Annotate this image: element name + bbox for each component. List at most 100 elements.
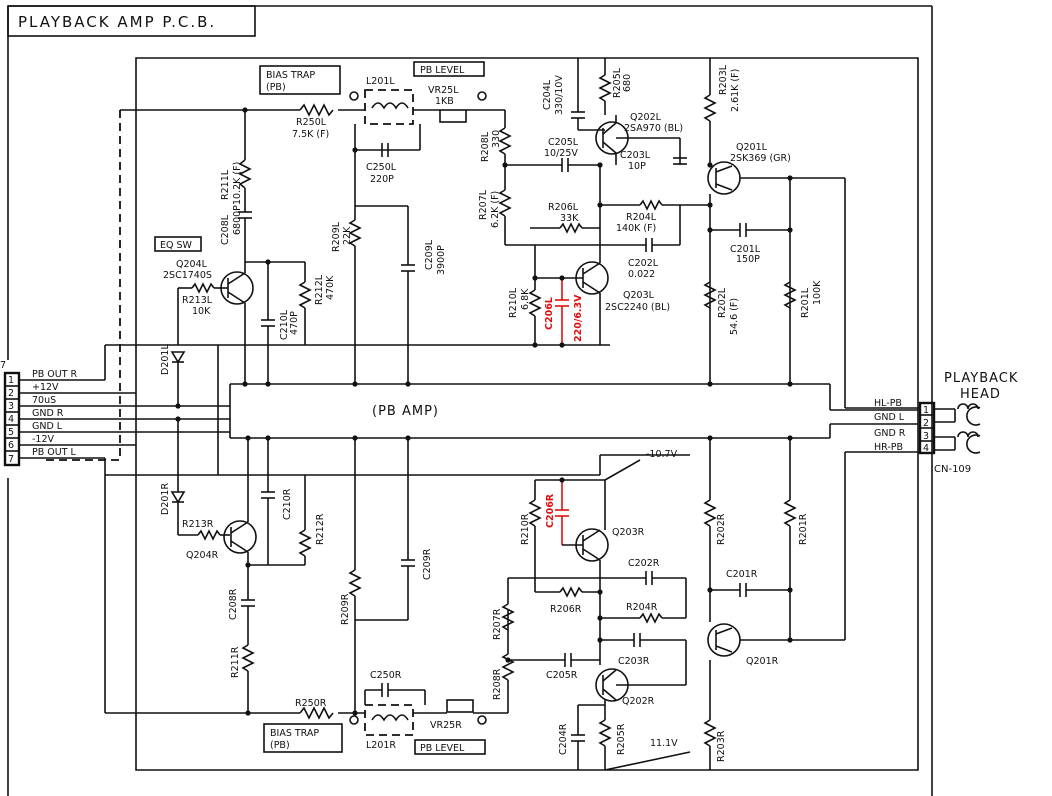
q204r-label: Q204R	[186, 550, 219, 561]
c203r-label: C203R	[618, 656, 650, 667]
sig-70us: 70uS	[32, 395, 56, 406]
r203l-label: R203L	[718, 64, 729, 95]
r201l-label: R201L	[800, 287, 811, 318]
c210l-value: 470P	[289, 311, 300, 335]
c202r-label: C202R	[628, 558, 660, 569]
r209l-label: R209L	[331, 221, 342, 252]
r212l-label: R212L	[314, 274, 325, 305]
left-connector: 7 1 2 3 4 5 6 7 PB OUT R +12V 70uS GND R…	[0, 344, 230, 476]
sig-pb-out-r: PB OUT R	[32, 369, 78, 380]
c210l-label: C210L	[279, 309, 290, 340]
r250r-label: R250R	[295, 698, 327, 709]
left-connector-top-mark: 7	[0, 360, 6, 371]
board-outline	[44, 57, 919, 771]
c204r-label: C204R	[558, 723, 569, 755]
right-pin-2: 2	[923, 418, 929, 429]
r206l-value: 33K	[560, 213, 579, 224]
r206r-label: R206R	[550, 604, 582, 615]
c206r-label: C206R	[545, 493, 556, 528]
r204l-value: 140K (F)	[616, 223, 656, 234]
d201l-label: D201L	[160, 344, 171, 375]
c206l-value: 220/6.3V	[573, 294, 584, 342]
left-pin-5: 5	[8, 427, 14, 438]
c205r-label: C205R	[546, 670, 578, 681]
channel-right: D201R R213R Q204R C210R R212R C208R R211…	[104, 419, 809, 771]
q203l-label: Q203L	[623, 290, 655, 301]
r207l-value: 6.2K (F)	[490, 191, 501, 228]
c208l-label: C208L	[220, 214, 231, 245]
bias-trap-top-1: BIAS TRAP	[266, 70, 315, 81]
c250r-label: C250R	[370, 670, 402, 681]
sig-plus-12v: +12V	[32, 382, 59, 393]
bias-trap-top-2: (PB)	[266, 82, 286, 93]
right-pin-3: 3	[923, 431, 929, 442]
c250l-value: 220P	[370, 174, 394, 185]
l201l-label: L201L	[366, 76, 395, 87]
r212r-label: R212R	[315, 513, 326, 545]
vr25r-label: VR25R	[430, 720, 462, 731]
right-pin-1: 1	[923, 405, 929, 416]
c205l-value: 10/25V	[544, 148, 578, 159]
sig-gnd-r-head: GND R	[874, 428, 906, 439]
sig-gnd-l: GND L	[32, 421, 63, 432]
pb-amp-label: (PB AMP)	[372, 404, 439, 419]
c209r-label: C209R	[422, 548, 433, 580]
c208l-value: 6800P	[232, 205, 243, 235]
bias-trap-bottom-2: (PB)	[270, 740, 290, 751]
sig-hr-pb: HR-PB	[874, 442, 903, 453]
r211l-label: R211L	[220, 169, 231, 200]
r205l-label: R205L	[612, 67, 623, 98]
sig-minus-12v: -12V	[32, 434, 55, 445]
head-label-line2: HEAD	[960, 387, 1001, 402]
outer-frame: PLAYBACK AMP P.C.B.	[7, 5, 933, 796]
junction-dots	[175, 107, 793, 716]
c202l-label: C202L	[628, 258, 659, 269]
r202l-value: 54.6 (F)	[729, 298, 740, 335]
left-pin-7: 7	[8, 454, 14, 465]
r213l-label: R213L	[182, 295, 213, 306]
q201l-value: 2SK369 (GR)	[730, 153, 791, 164]
c209l-label: C209L	[424, 239, 435, 270]
q202l-value: 2SA970 (BL)	[624, 123, 683, 134]
sig-gnd-l-head: GND L	[874, 412, 905, 423]
c210r-label: C210R	[282, 488, 293, 520]
r209r-label: R209R	[340, 593, 351, 625]
pb-level-top: PB LEVEL	[420, 65, 465, 76]
c201l-value: 150P	[736, 254, 760, 265]
r207r-label: R207R	[492, 608, 503, 640]
c204l-label: C204L	[542, 79, 553, 110]
r202r-label: R202R	[716, 513, 727, 545]
bus-lines	[217, 344, 918, 476]
sig-pb-out-l: PB OUT L	[32, 447, 77, 458]
q201r-label: Q201R	[746, 656, 779, 667]
channel-left: R250L 7.5K (F) BIAS TRAP (PB) L201L PB L…	[120, 58, 823, 406]
r208l-value: 330	[491, 130, 502, 148]
head-label-line1: PLAYBACK	[944, 371, 1018, 386]
vr25l-value: 1KB	[435, 96, 454, 107]
r206l-label: R206L	[548, 202, 579, 213]
r212l-value: 470K	[325, 275, 336, 300]
vr25l-label: VR25L	[428, 85, 459, 96]
r208r-label: R208R	[492, 668, 503, 700]
connector-cn109: CN-109	[934, 464, 971, 475]
r250l-value: 7.5K (F)	[292, 129, 329, 140]
c202l-value: 0.022	[628, 269, 655, 280]
voltage-pos: 11.1V	[650, 738, 678, 749]
c203l-label: C203L	[620, 150, 651, 161]
q201l-label: Q201L	[736, 142, 768, 153]
left-pin-3: 3	[8, 401, 14, 412]
sig-hl-pb: HL-PB	[874, 398, 902, 409]
c209l-value: 3900P	[436, 245, 447, 275]
q202r-label: Q202R	[622, 696, 655, 707]
r208l-label: R208L	[480, 131, 491, 162]
r201r-label: R201R	[798, 513, 809, 545]
left-pin-4: 4	[8, 414, 14, 425]
q203l-value: 2SC2240 (BL)	[605, 302, 670, 313]
r204l-label: R204L	[626, 212, 657, 223]
c205l-label: C205L	[548, 137, 579, 148]
c201r-label: C201R	[726, 569, 758, 580]
eq-sw-box: EQ SW	[160, 240, 193, 251]
q203r-label: Q203R	[612, 527, 645, 538]
